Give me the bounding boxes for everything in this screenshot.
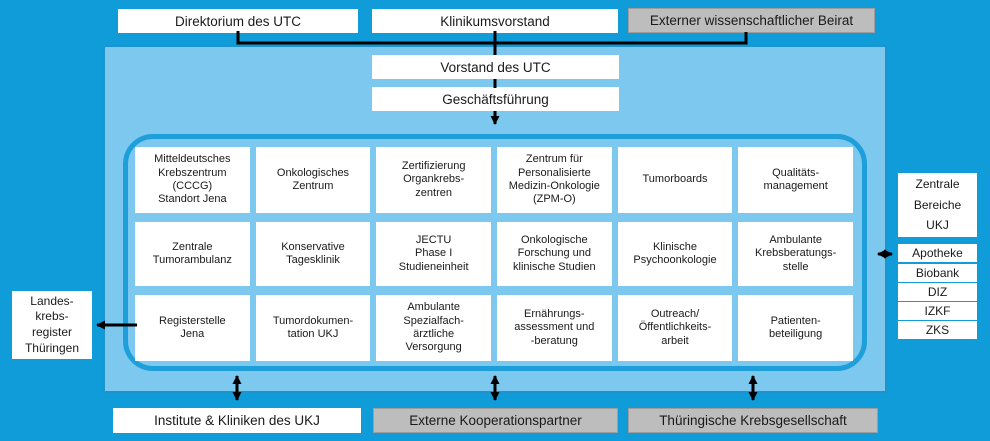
unit-outreach-oeffentlichkeitsarbeit: Outreach/ Öffentlichkeits- arbeit — [617, 295, 733, 361]
box-direktorium-utc: Direktorium des UTC — [118, 9, 358, 33]
unit-onkologisches-zentrum: Onkologisches Zentrum — [255, 147, 371, 213]
unit-jectu-studieneinheit: JECTU Phase I Studieneinheit — [376, 222, 491, 286]
unit-klinische-psychoonkologie: Klinische Psychoonkologie — [617, 222, 733, 286]
unit-ambulante-spezialfachaerztliche-versorgung: Ambulante Spezialfach- ärztliche Versorg… — [376, 295, 491, 361]
unit-registerstelle-jena: Registerstelle Jena — [135, 295, 250, 361]
unit-zentrum-personalisierte-medizin: Zentrum für Personalisierte Medizin-Onko… — [496, 147, 612, 213]
box-apotheke: Apotheke — [898, 244, 977, 262]
box-vorstand-utc: Vorstand des UTC — [372, 55, 619, 79]
unit-zentrale-tumorambulanz: Zentrale Tumorambulanz — [135, 222, 250, 286]
box-externer-beirat: Externer wissenschaftlicher Beirat — [628, 8, 875, 33]
box-geschaeftsfuehrung: Geschäftsführung — [372, 87, 619, 111]
unit-tumordokumentation-ukj: Tumordokumen- tation UKJ — [255, 295, 371, 361]
box-landeskrebsregister-thueringen: Landes- krebs- register Thüringen — [12, 291, 92, 359]
unit-onkologische-forschung: Onkologische Forschung und klinische Stu… — [496, 222, 612, 286]
unit-patientenbeteiligung: Patienten- beteiligung — [738, 295, 853, 361]
box-thueringische-krebsgesellschaft: Thüringische Krebsgesellschaft — [628, 408, 878, 433]
unit-zertifizierung-organkrebszentren: Zertifizierung Organkrebs- zentren — [376, 147, 491, 213]
box-externe-kooperationspartner: Externe Kooperationspartner — [373, 408, 618, 433]
unit-konservative-tagesklinik: Konservative Tagesklinik — [255, 222, 371, 286]
unit-grid: Mitteldeutsches Krebszentrum (CCCG) Stan… — [135, 147, 853, 361]
unit-ambulante-krebsberatungsstelle: Ambulante Krebsberatungs- stelle — [738, 222, 853, 286]
box-zentrale-bereiche-ukj: Zentrale Bereiche UKJ — [898, 173, 977, 237]
box-institute-kliniken-ukj: Institute & Kliniken des UKJ — [113, 408, 361, 433]
box-diz: DIZ — [898, 283, 977, 301]
box-zks: ZKS — [898, 321, 977, 339]
box-izkf: IZKF — [898, 302, 977, 320]
box-biobank: Biobank — [898, 264, 977, 282]
unit-ernaehrungsassessment: Ernährungs- assessment und -beratung — [496, 295, 612, 361]
unit-qualitaetsmanagement: Qualitäts- management — [738, 147, 853, 213]
box-klinikumsvorstand: Klinikumsvorstand — [372, 9, 618, 33]
unit-tumorboards: Tumorboards — [617, 147, 733, 213]
unit-mitteldeutsches-krebszentrum: Mitteldeutsches Krebszentrum (CCCG) Stan… — [135, 147, 250, 213]
